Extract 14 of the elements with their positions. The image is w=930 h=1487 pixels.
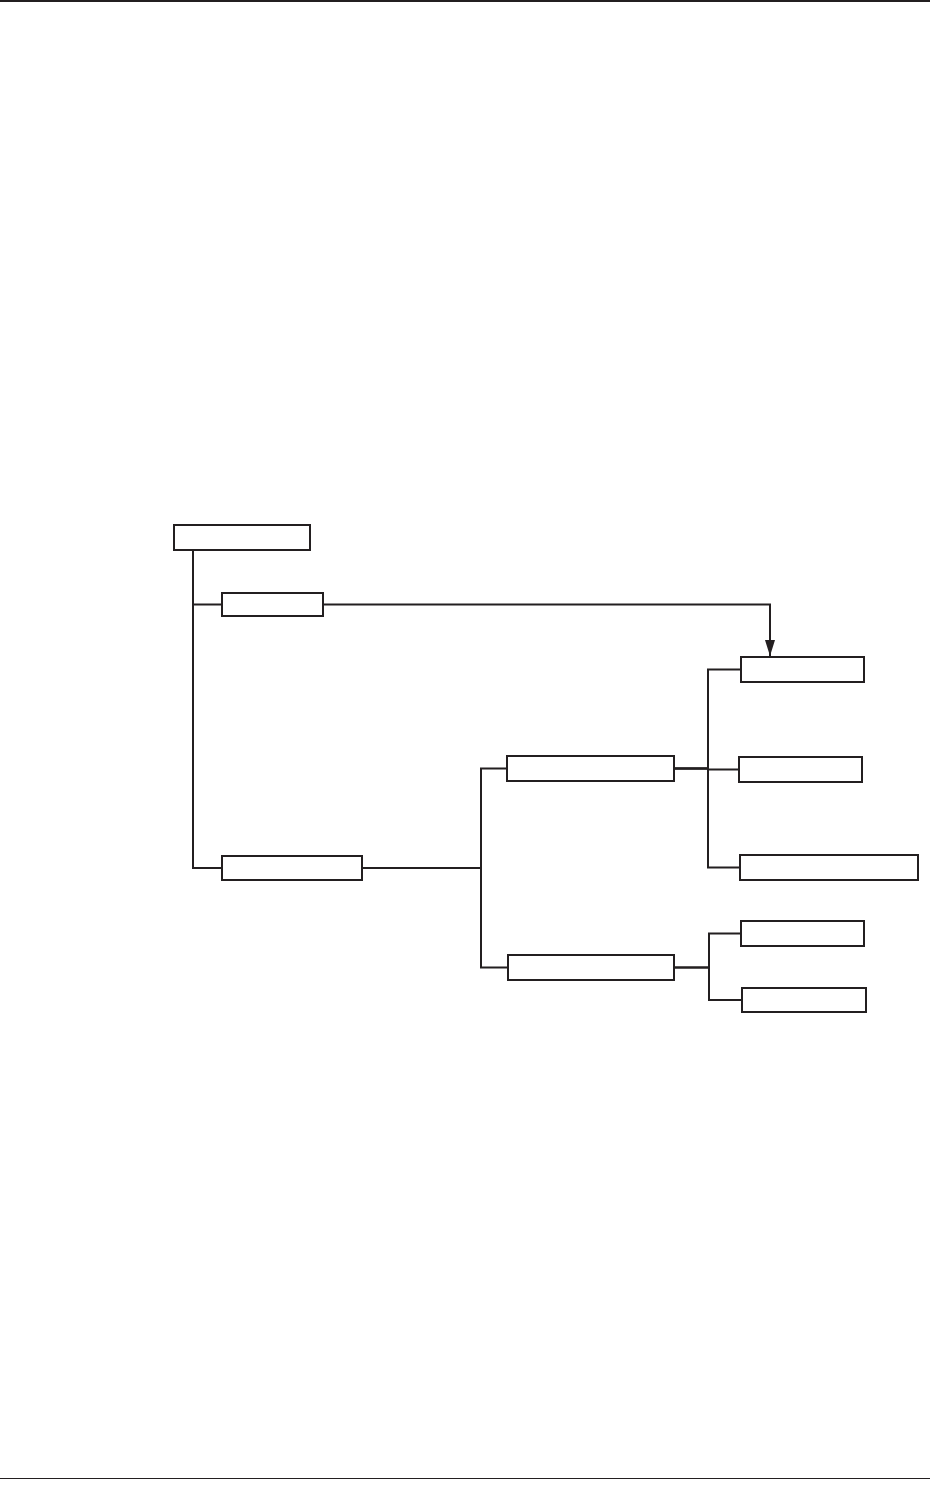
connector-line (674, 966, 742, 1001)
empty-box (738, 756, 863, 783)
empty-box (221, 855, 363, 881)
connector-line (674, 767, 740, 869)
empty-box (739, 854, 919, 881)
empty-box (741, 987, 867, 1013)
empty-box (173, 524, 311, 551)
empty-box (740, 920, 865, 947)
empty-box (507, 954, 675, 981)
empty-box (506, 755, 675, 782)
connector-line (192, 550, 222, 869)
arrow (323, 603, 775, 657)
empty-box (740, 656, 865, 683)
empty-box (221, 592, 324, 617)
